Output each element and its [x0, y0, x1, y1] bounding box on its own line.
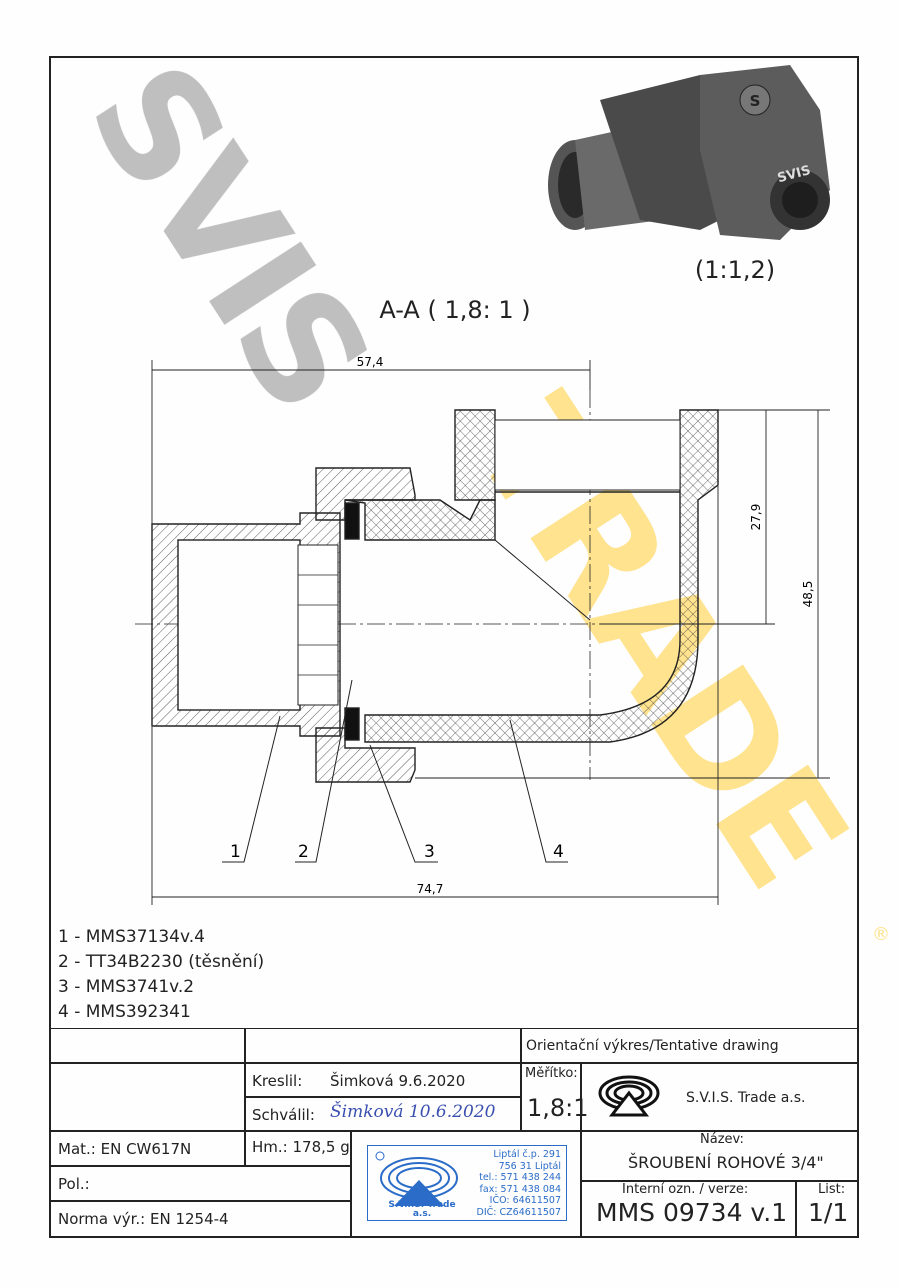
section-drawing [135, 390, 740, 783]
tb-drawn-label: Kreslil: [252, 1072, 303, 1090]
photo-scale: (1:1,2) [695, 256, 775, 284]
parts-list-item: 1 - MMS37134v.4 [58, 927, 205, 947]
photo-s-mark: S [750, 92, 761, 110]
stamp-line: tel.: 571 438 244 [479, 1172, 561, 1183]
parts-list-item: 4 - MMS392341 [58, 1002, 191, 1022]
tb-approved-label: Schválil: [252, 1106, 315, 1124]
stamp-line: fax: 571 438 084 [479, 1183, 561, 1195]
sheet-border [49, 56, 859, 1238]
tb-company: S.V.I.S. Trade a.s. [686, 1090, 806, 1106]
stamp-line: IČO: 64611507 [489, 1195, 561, 1206]
tb-scale-cell [520, 1062, 582, 1132]
dim-height-small: 27,9 [749, 504, 763, 531]
tb-stamp-cell [350, 1130, 582, 1237]
watermark-svis: SVIS [55, 35, 401, 438]
tb-approved-signature: Šimková 10.6.2020 [330, 1102, 496, 1122]
callout-1: 1 [230, 842, 241, 862]
company-stamp: S.V.I.S. Trade a.s. Liptál č.p. 291 756 … [367, 1145, 567, 1221]
tb-empty-1 [50, 1028, 246, 1064]
stamp-logo-text: S.V.I.S. Trade [388, 1200, 456, 1210]
callout-4: 4 [553, 842, 564, 862]
dim-height-large: 48,5 [801, 581, 815, 608]
tb-note-cell [520, 1028, 858, 1064]
tb-approved-cell [244, 1096, 522, 1132]
tb-drawn-cell [244, 1062, 522, 1098]
stamp-line: Liptál č.p. 291 [493, 1149, 561, 1160]
tb-scale-label: Měřítko: [525, 1066, 578, 1081]
tb-position: Pol.: [58, 1175, 90, 1193]
tb-standard-cell [50, 1200, 352, 1237]
tb-material-cell [50, 1130, 246, 1167]
stamp-logo-icon [375, 1151, 458, 1206]
company-logo-icon [598, 1075, 660, 1117]
tb-position-cell [50, 1165, 352, 1202]
tb-standard: Norma výr.: EN 1254-4 [58, 1210, 229, 1228]
tb-note: Orientační výkres/Tentative drawing [526, 1038, 779, 1054]
tb-empty-3 [50, 1062, 246, 1132]
tb-name-value: ŠROUBENÍ ROHOVÉ 3/4" [628, 1153, 824, 1172]
tb-drawn-value: Šimková 9.6.2020 [330, 1072, 466, 1090]
stamp-line: DIČ: CZ64611507 [476, 1206, 561, 1218]
parts-list: 1 - MMS37134v.4 2 - TT34B2230 (těsnění) … [58, 925, 264, 1025]
stamp-line: 756 31 Liptál [498, 1160, 561, 1172]
tb-sheet-value: 1/1 [808, 1198, 849, 1227]
tb-internal-label: Interní ozn. / verze: [622, 1182, 749, 1197]
tb-scale-value: 1,8:1 [527, 1094, 589, 1122]
tb-company-cell [580, 1062, 858, 1132]
tb-internal-value: MMS 09734 v.1 [596, 1198, 788, 1227]
tb-name-label: Název: [700, 1132, 744, 1147]
parts-list-item: 2 - TT34B2230 (těsnění) [58, 952, 265, 972]
stamp-logo-sub: a.s. [412, 1209, 432, 1219]
tb-material: Mat.: EN CW617N [58, 1140, 192, 1158]
callout-3: 3 [424, 842, 435, 862]
tb-internal-cell [580, 1180, 797, 1237]
tb-sheet-cell [795, 1180, 858, 1237]
dim-top-width: 57,4 [357, 355, 384, 369]
tb-mass-cell [244, 1130, 352, 1167]
fitting-photo: S SVIS [548, 65, 830, 240]
parts-list-item: 3 - MMS3741v.2 [58, 977, 195, 997]
watermark-registered: ® [872, 924, 890, 945]
tb-mass: Hm.: 178,5 g [252, 1138, 350, 1156]
tb-sheet-label: List: [818, 1182, 846, 1197]
dimension-lines [151, 360, 830, 905]
tb-name-cell [580, 1130, 858, 1182]
callout-leaders [222, 679, 568, 863]
callout-2: 2 [298, 842, 309, 862]
dim-total-width: 74,7 [417, 882, 444, 896]
tb-empty-2 [244, 1028, 522, 1064]
section-title: A-A ( 1,8: 1 ) [379, 296, 530, 324]
